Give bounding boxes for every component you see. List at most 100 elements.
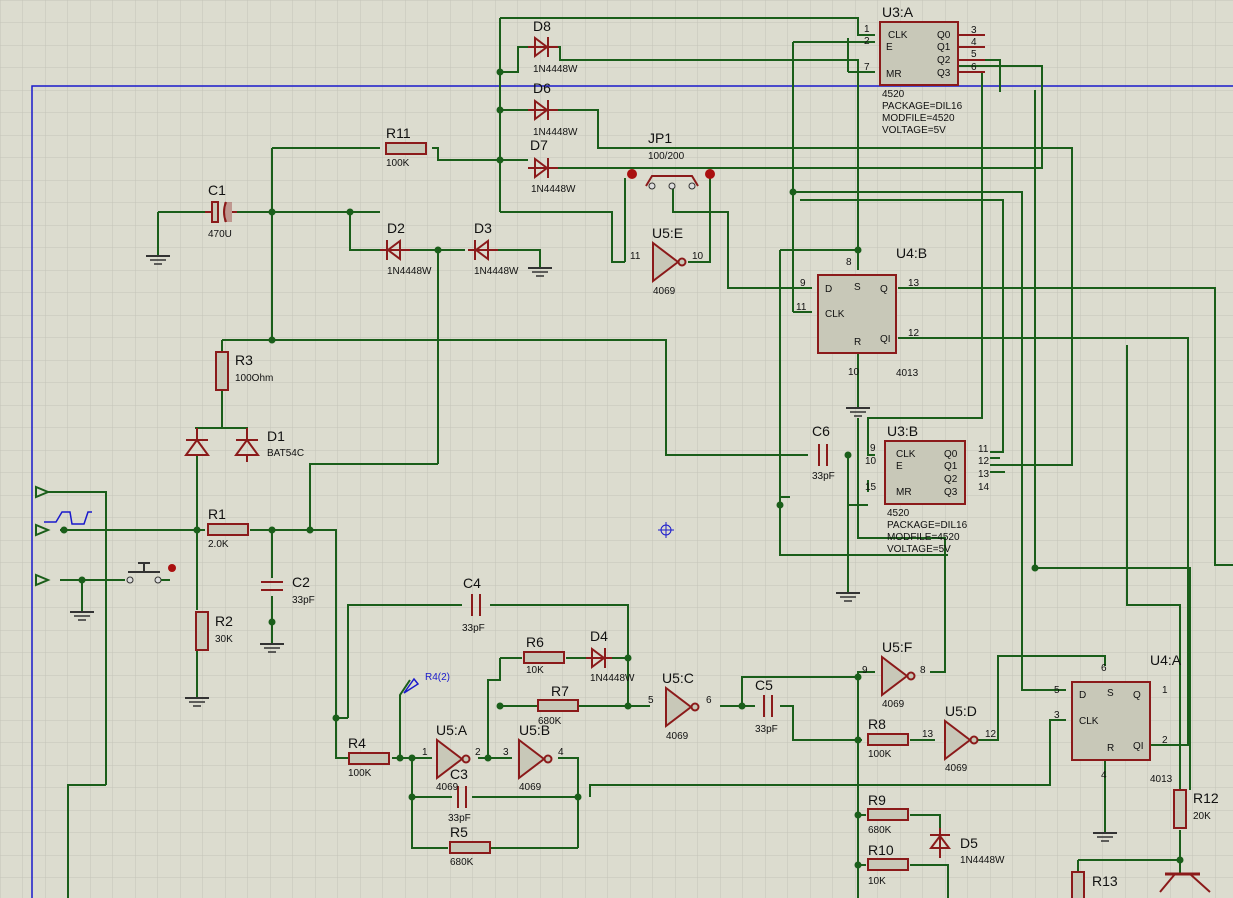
transistor-q1[interactable] <box>1159 872 1211 893</box>
resistor-r5[interactable]: R5 680K <box>449 824 491 868</box>
inverter-u5c[interactable]: U5:C 4069 5 6 <box>648 670 712 742</box>
capacitor-c2[interactable]: C2 33pF <box>261 574 315 606</box>
resistor-r1[interactable]: R1 2.0K <box>207 506 249 550</box>
svg-text:R7: R7 <box>551 683 569 699</box>
resistor-r12[interactable]: R12 20K <box>1173 789 1219 829</box>
jumper-jp1[interactable]: JP1 100/200 <box>627 130 715 190</box>
svg-text:470U: 470U <box>208 229 232 240</box>
svg-text:4520: 4520 <box>887 508 910 519</box>
svg-text:6: 6 <box>1101 663 1107 674</box>
svg-text:4069: 4069 <box>666 731 689 742</box>
resistor-r11[interactable]: R11 100K <box>385 125 427 169</box>
svg-text:R: R <box>1107 743 1114 754</box>
svg-text:4: 4 <box>971 37 977 48</box>
svg-text:6: 6 <box>706 695 712 706</box>
svg-text:14: 14 <box>978 482 990 493</box>
svg-text:1N4448W: 1N4448W <box>590 673 635 684</box>
capacitor-c6[interactable]: C6 33pF <box>812 423 835 482</box>
svg-text:10: 10 <box>848 367 860 378</box>
inverter-u5a[interactable]: U5:A 4069 1 2 <box>422 722 481 793</box>
voltage-probe[interactable]: R4(2) <box>403 672 450 694</box>
capacitor-c3[interactable]: C3 33pF <box>448 766 471 824</box>
svg-text:9: 9 <box>800 278 806 289</box>
svg-text:4013: 4013 <box>896 368 919 379</box>
svg-text:MODFILE=4520: MODFILE=4520 <box>887 532 960 543</box>
resistor-r10[interactable]: R10 10K <box>867 842 909 887</box>
svg-text:R12: R12 <box>1193 790 1219 806</box>
u3a-counter[interactable]: U3:A CLK E MR Q0 Q1 Q2 Q3 1 2 7 3 4 5 6 … <box>864 4 985 136</box>
svg-text:1N4448W: 1N4448W <box>533 127 578 138</box>
inverter-u5f[interactable]: U5:F 4069 9 8 <box>862 639 926 710</box>
svg-text:D7: D7 <box>530 137 548 153</box>
svg-text:1: 1 <box>864 24 870 35</box>
capacitor-c1[interactable]: C1 470U <box>205 182 237 240</box>
svg-text:15: 15 <box>865 482 877 493</box>
svg-text:D5: D5 <box>960 835 978 851</box>
resistor-r8[interactable]: R8 100K <box>867 716 909 760</box>
svg-text:4069: 4069 <box>436 782 459 793</box>
svg-text:33pF: 33pF <box>462 623 485 634</box>
diode-d8[interactable]: D8 1N4448W <box>528 18 578 75</box>
svg-text:5: 5 <box>648 695 654 706</box>
input-terminals[interactable] <box>35 485 92 587</box>
pushbutton-switch[interactable] <box>126 562 176 584</box>
inverter-u5b[interactable]: U5:B 4069 3 4 <box>503 722 564 793</box>
u4b-ref: U4:B <box>896 245 927 261</box>
svg-text:C2: C2 <box>292 574 310 590</box>
svg-text:12: 12 <box>908 328 920 339</box>
svg-text:U5:E: U5:E <box>652 225 683 241</box>
svg-text:Q: Q <box>1133 690 1141 701</box>
svg-text:MODFILE=4520: MODFILE=4520 <box>882 113 955 124</box>
diode-d4[interactable]: D4 1N4448W <box>586 628 635 684</box>
resistor-r9[interactable]: R9 680K <box>867 792 909 836</box>
u4b-flipflop[interactable]: U4:B D S Q CLK R QI 9 8 13 11 12 10 4013 <box>796 245 927 379</box>
svg-text:Q: Q <box>880 284 888 295</box>
inverter-u5e[interactable]: U5:E 4069 11 10 <box>630 225 704 297</box>
svg-text:D8: D8 <box>533 18 551 34</box>
svg-text:D6: D6 <box>533 80 551 96</box>
svg-text:QI: QI <box>880 334 891 345</box>
resistor-r6[interactable]: R6 10K <box>523 634 565 676</box>
svg-text:C3: C3 <box>450 766 468 782</box>
u4a-flipflop[interactable]: U4:A D S Q CLK R QI 5 6 1 3 2 4 4013 <box>1054 652 1182 785</box>
svg-text:9: 9 <box>862 665 868 676</box>
svg-text:C6: C6 <box>812 423 830 439</box>
resistor-r13[interactable]: R13 <box>1071 871 1118 898</box>
resistor-r3[interactable]: R3 100Ohm <box>215 351 273 391</box>
resistor-r4[interactable]: R4 100K <box>348 735 390 779</box>
svg-text:R10: R10 <box>868 842 894 858</box>
diode-d1[interactable]: D1 BAT54C <box>184 428 304 462</box>
u3b-counter[interactable]: U3:B CLK E MR Q0 Q1 Q2 Q3 9 10 15 11 12 … <box>865 423 990 555</box>
svg-text:4069: 4069 <box>882 699 905 710</box>
diode-d6[interactable]: D6 1N4448W <box>528 80 578 138</box>
svg-text:U5:C: U5:C <box>662 670 694 686</box>
svg-text:MR: MR <box>886 69 902 80</box>
capacitor-c5[interactable]: C5 33pF <box>755 677 778 735</box>
svg-text:R4(2): R4(2) <box>425 672 450 683</box>
crosshair-marker <box>658 522 674 538</box>
diode-d2[interactable]: D2 1N4448W <box>380 220 432 277</box>
diode-d3[interactable]: D3 1N4448W <box>468 220 519 277</box>
svg-text:1: 1 <box>422 747 428 758</box>
resistor-r2[interactable]: R2 30K <box>195 611 233 651</box>
svg-text:Q1: Q1 <box>937 42 951 53</box>
svg-text:10K: 10K <box>868 876 886 887</box>
diode-d5[interactable]: D5 1N4448W <box>929 828 1005 866</box>
svg-text:JP1: JP1 <box>648 130 672 146</box>
svg-text:CLK: CLK <box>888 30 908 41</box>
capacitor-c4[interactable]: C4 33pF <box>462 575 485 634</box>
svg-text:680K: 680K <box>538 716 562 727</box>
svg-text:U5:F: U5:F <box>882 639 912 655</box>
svg-text:R13: R13 <box>1092 873 1118 889</box>
svg-text:100/200: 100/200 <box>648 151 685 162</box>
svg-text:10: 10 <box>692 251 704 262</box>
inverter-u5d[interactable]: U5:D 4069 13 12 <box>922 703 997 774</box>
diode-d7[interactable]: D7 1N4448W <box>528 137 576 195</box>
svg-text:4013: 4013 <box>1150 774 1173 785</box>
resistor-r7[interactable]: R7 680K <box>537 683 579 727</box>
svg-text:2: 2 <box>864 36 870 47</box>
svg-text:D1: D1 <box>267 428 285 444</box>
svg-text:100K: 100K <box>386 158 410 169</box>
